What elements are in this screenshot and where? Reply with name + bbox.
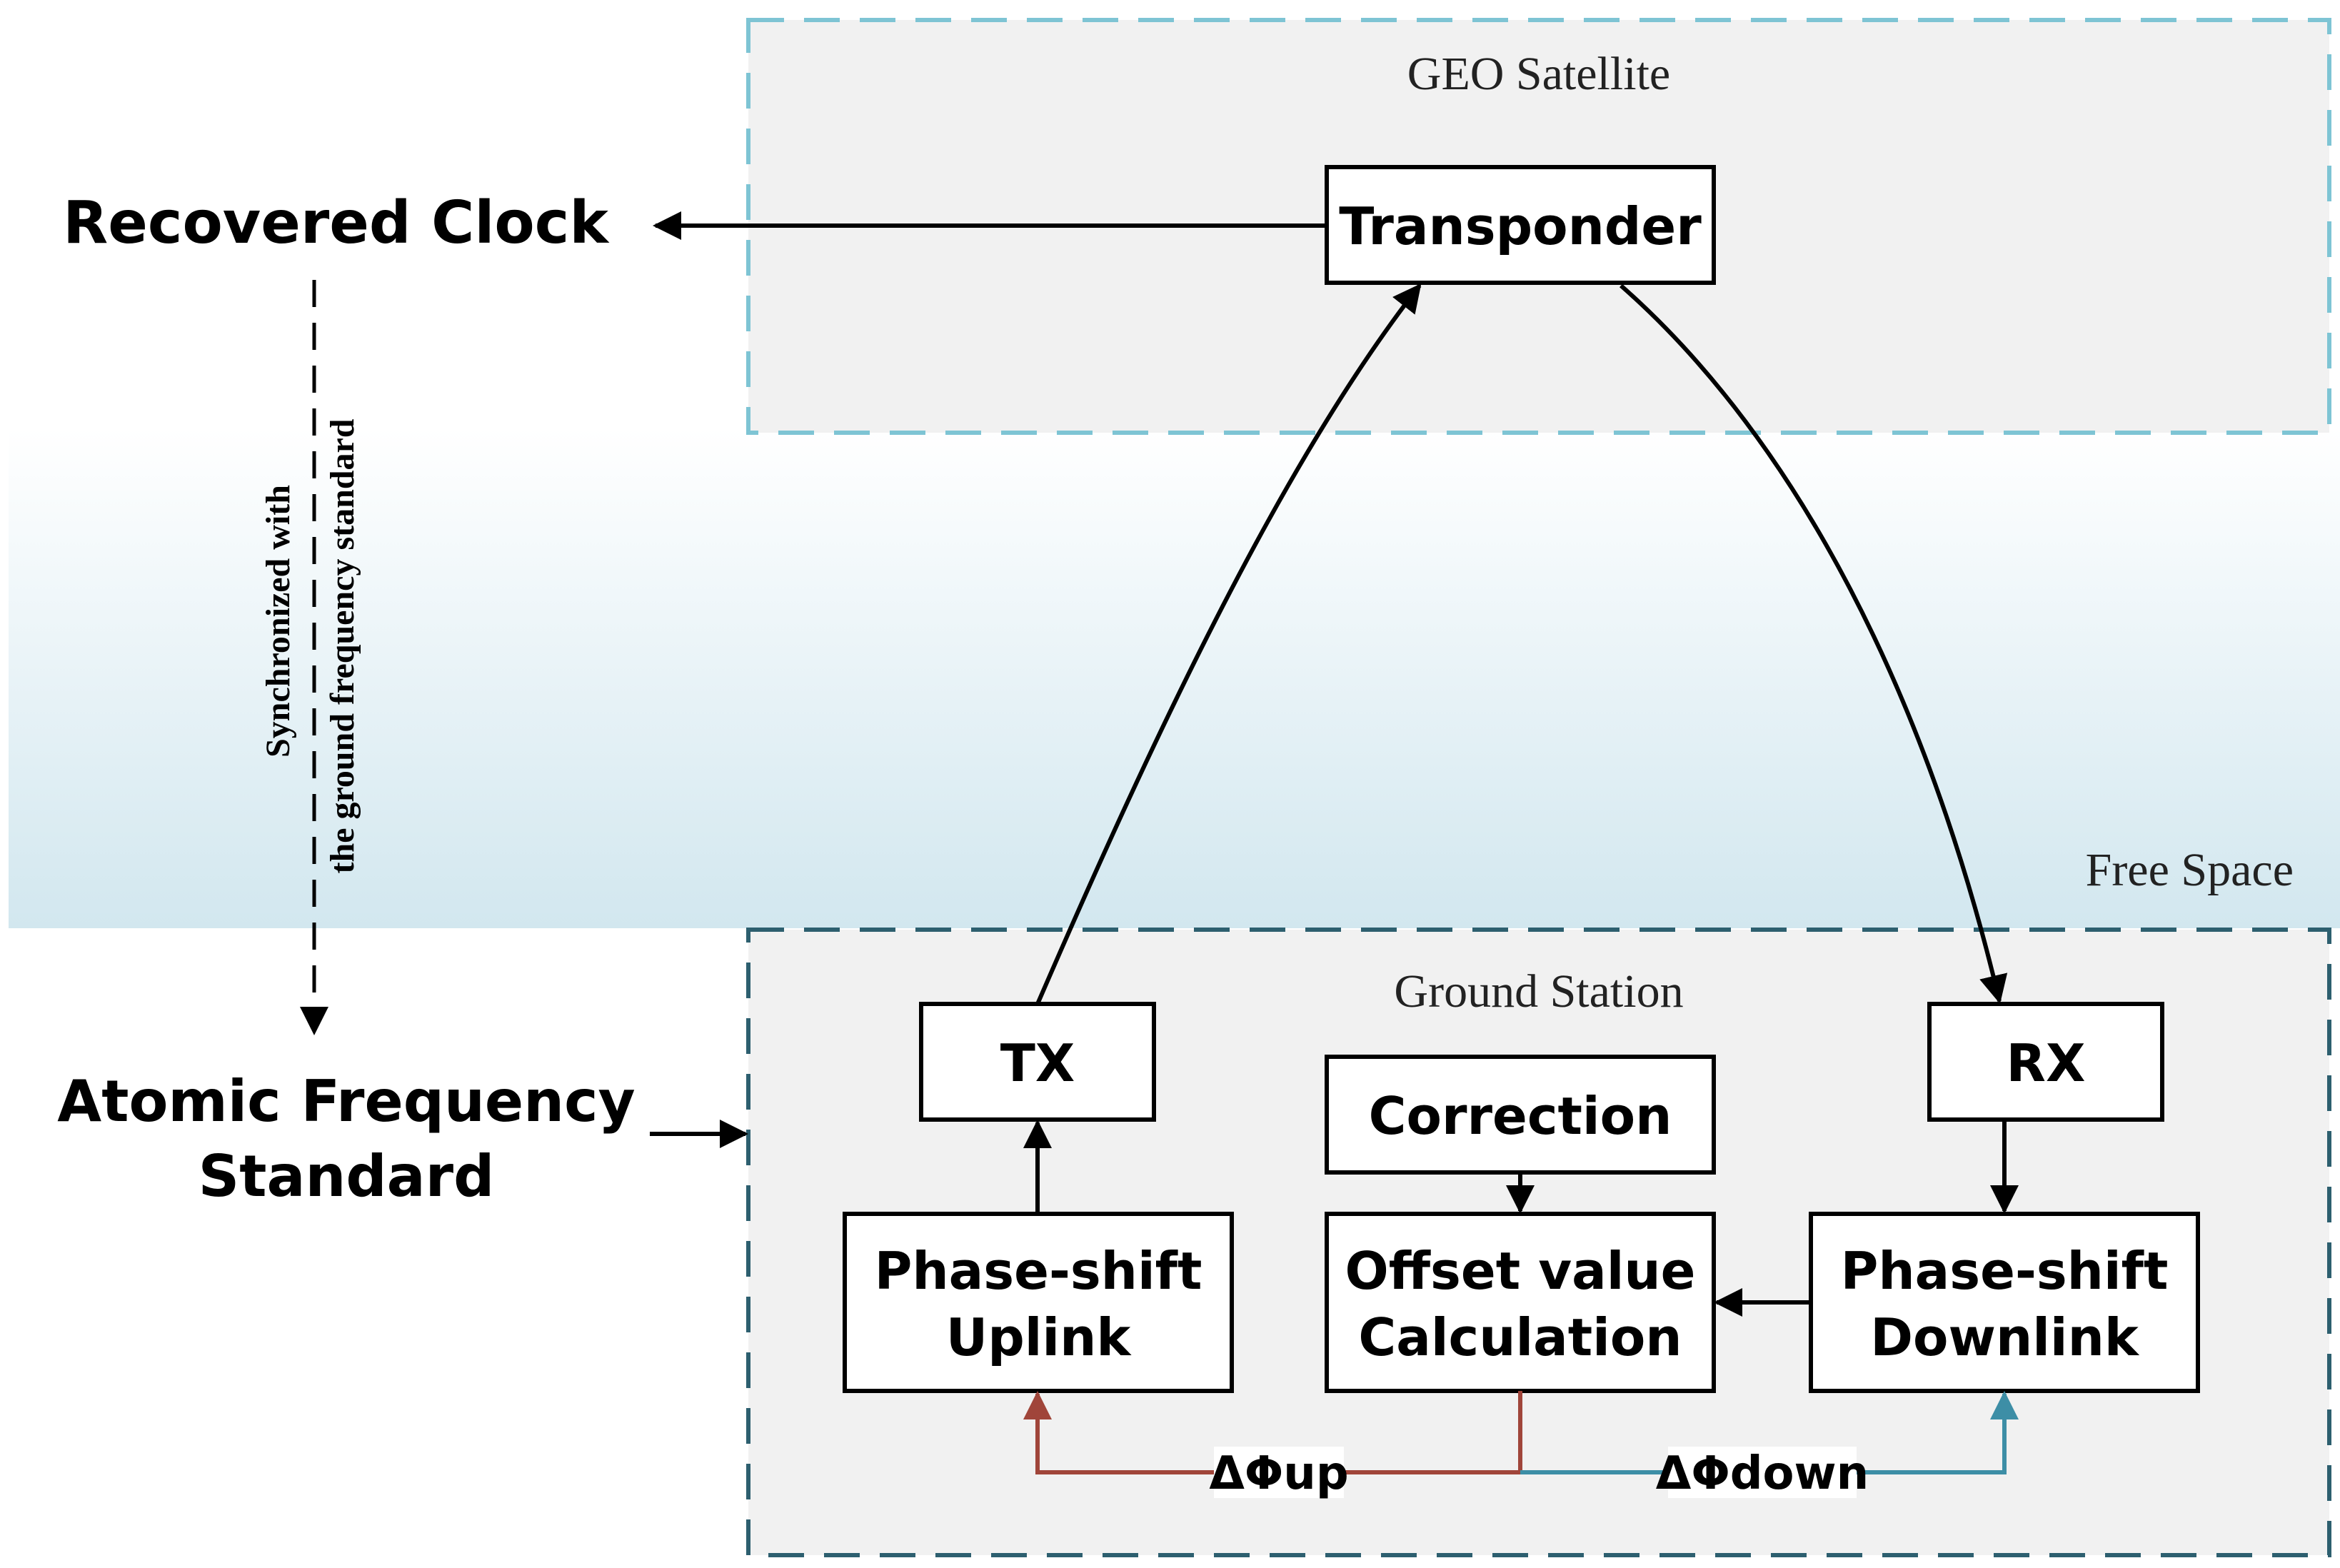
transponder-label: Transponder bbox=[1339, 196, 1702, 256]
correction-block: Correction bbox=[1325, 1055, 1716, 1175]
rx-label: RX bbox=[2007, 1033, 2086, 1093]
ground-label: Ground Station bbox=[1394, 965, 1683, 1017]
free-space-label: Free Space bbox=[2086, 844, 2294, 896]
atomic-standard-label-line2: Standard bbox=[199, 1143, 495, 1210]
offset-calculation-block: Offset value Calculation bbox=[1325, 1212, 1716, 1393]
tx-block: TX bbox=[919, 1002, 1156, 1122]
sync-arrowhead bbox=[300, 1007, 328, 1035]
phase-shift-downlink-line2: Downlink bbox=[1870, 1307, 2140, 1367]
sync-label-line1: Synchronized with bbox=[259, 485, 297, 758]
delta-phi-up-label-bg bbox=[1214, 1447, 1344, 1498]
correction-label: Correction bbox=[1369, 1086, 1672, 1146]
offset-calculation-line2: Calculation bbox=[1358, 1307, 1682, 1367]
phase-shift-downlink-line1: Phase-shift bbox=[1841, 1241, 2169, 1301]
phase-shift-uplink-line1: Phase-shift bbox=[875, 1241, 1202, 1301]
uplink-signal-arrow bbox=[1035, 283, 1422, 1005]
offset-calculation-line1: Offset value bbox=[1345, 1241, 1696, 1301]
delta-phi-down-label: ΔΦdown bbox=[1656, 1447, 1869, 1500]
delta-phi-up-label: ΔΦup bbox=[1209, 1447, 1348, 1500]
satellite-label: GEO Satellite bbox=[1407, 48, 1670, 100]
rx-block: RX bbox=[1927, 1002, 2164, 1122]
tx-label: TX bbox=[1000, 1033, 1075, 1093]
recovered-clock-label: Recovered Clock bbox=[63, 189, 610, 257]
transponder-block: Transponder bbox=[1325, 165, 1716, 285]
delta-phi-down-label-bg bbox=[1668, 1447, 1857, 1498]
atomic-standard-label-line1: Atomic Frequency bbox=[57, 1068, 635, 1135]
phase-shift-downlink-block: Phase-shift Downlink bbox=[1809, 1212, 2200, 1393]
free-space-band bbox=[9, 428, 2340, 928]
phase-shift-uplink-block: Phase-shift Uplink bbox=[843, 1212, 1234, 1393]
sync-label-line2: the ground frequency standard bbox=[323, 418, 361, 873]
phase-shift-uplink-line2: Uplink bbox=[946, 1307, 1133, 1367]
downlink-signal-arrow bbox=[1620, 283, 2008, 1004]
